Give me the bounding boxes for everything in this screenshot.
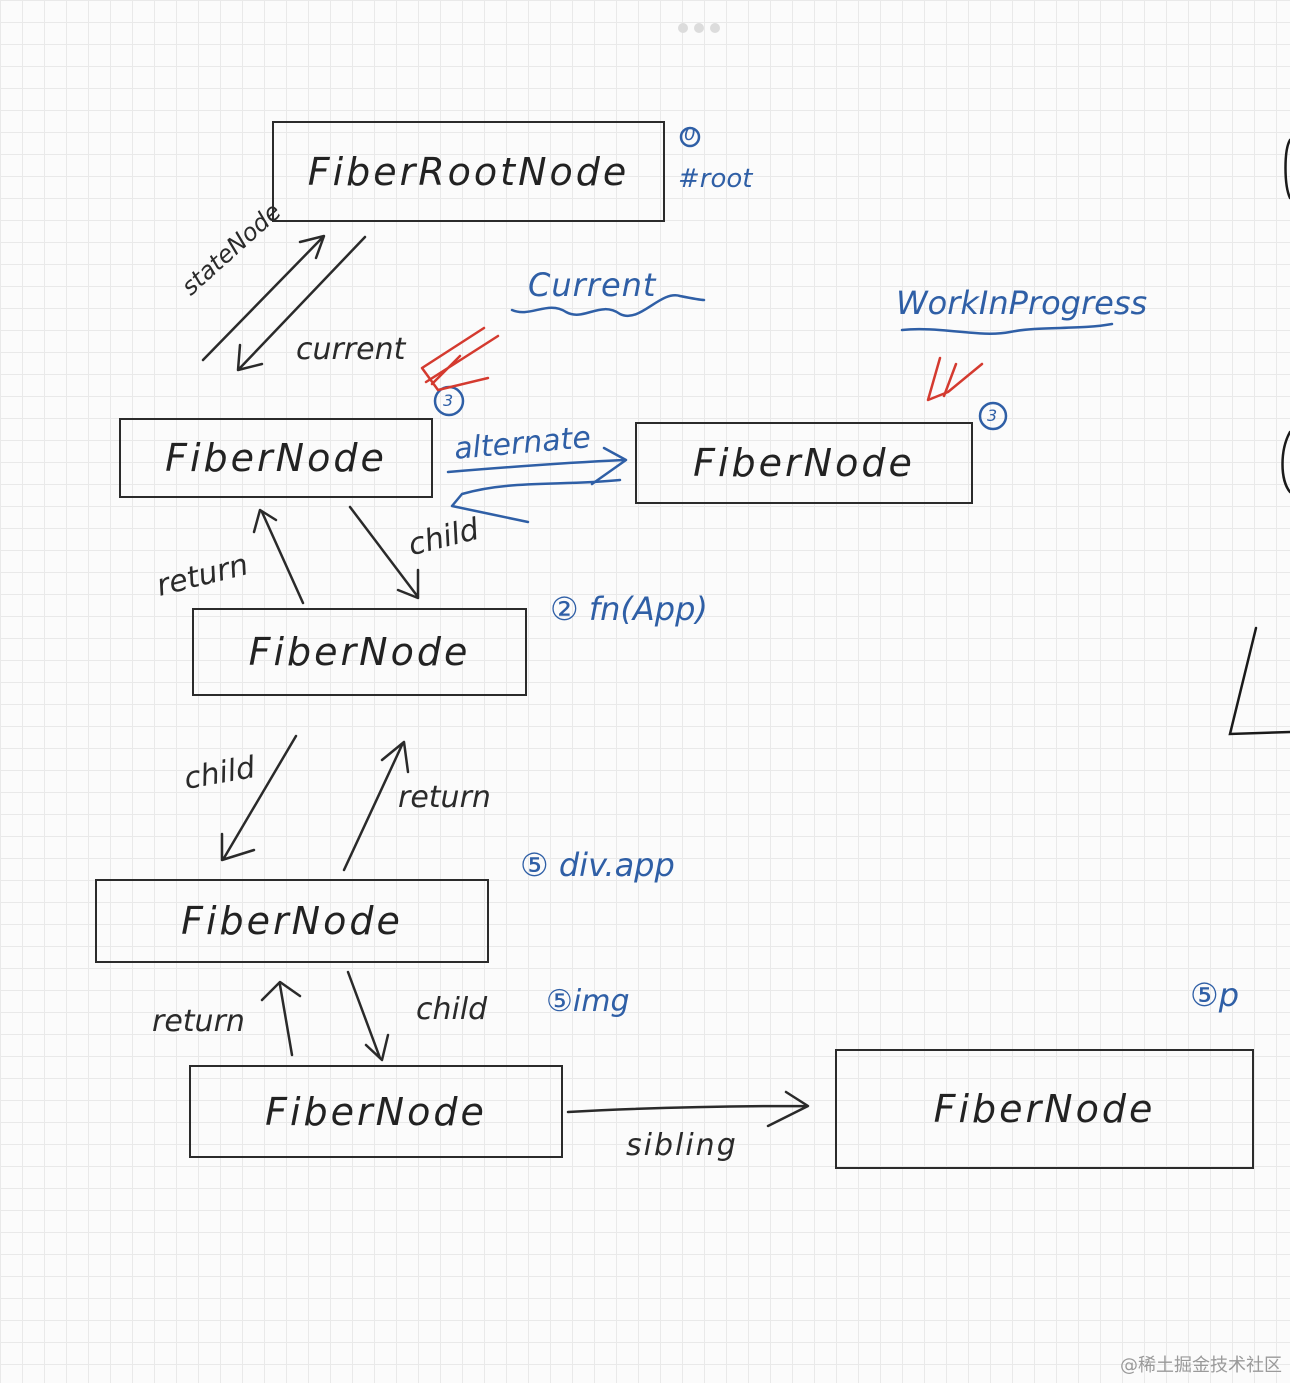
- root-step-number: 0: [684, 124, 696, 145]
- current-emphasis-mark: [420, 326, 500, 392]
- fiber-root-node: FiberRootNode: [272, 121, 665, 222]
- sibling-label: sibling: [626, 1128, 738, 1163]
- root-step-circle: [679, 126, 701, 148]
- current-squiggle: [510, 294, 706, 318]
- img-note: ⑤img: [546, 984, 630, 1019]
- return-arrow-3: [260, 980, 302, 1057]
- root-tag: #root: [678, 164, 753, 194]
- wip-step-circle: [978, 401, 1008, 431]
- return-arrow-1: [252, 508, 305, 605]
- fiber-node-img: FiberNode: [189, 1065, 563, 1158]
- sibling-arrow: [566, 1090, 810, 1128]
- window-drag-handle[interactable]: [678, 18, 726, 37]
- current-arrow: [236, 235, 367, 372]
- child-label-3: child: [416, 992, 488, 1027]
- return-arrow-2: [342, 740, 410, 872]
- fiber-node-p: FiberNode: [835, 1049, 1254, 1169]
- watermark: @稀土掘金技术社区: [1120, 1355, 1282, 1376]
- edge-stroke-3: [1228, 626, 1290, 736]
- wip-step-number: 3: [987, 406, 998, 425]
- wip-emphasis-mark: [926, 356, 984, 402]
- child-arrow-3: [346, 970, 390, 1062]
- fiber-node-app-label: FiberNode: [248, 630, 471, 674]
- fiber-node-div: FiberNode: [95, 879, 489, 963]
- fiber-node-work-in-progress: FiberNode: [635, 422, 973, 504]
- fiber-node-current: FiberNode: [119, 418, 433, 498]
- fiber-root-node-label: FiberRootNode: [307, 149, 630, 194]
- fiber-node-p-label: FiberNode: [933, 1087, 1156, 1131]
- alternate-arrow-back: [450, 478, 622, 524]
- div-note: ⑤ div.app: [520, 846, 675, 884]
- fiber-node-wip-label: FiberNode: [693, 441, 915, 485]
- p-note: ⑤p: [1190, 976, 1239, 1014]
- wip-underline: [900, 322, 1114, 335]
- current-edge-label: current: [296, 332, 406, 367]
- fiber-node-div-label: FiberNode: [181, 899, 403, 943]
- edge-stroke-1: [1284, 138, 1290, 200]
- current-title: Current: [528, 266, 657, 304]
- edge-stroke-2: [1281, 430, 1290, 494]
- child-arrow-1: [348, 505, 420, 600]
- app-note: ② fn(App): [550, 590, 708, 628]
- child-arrow-2: [220, 734, 298, 862]
- fiber-node-img-label: FiberNode: [265, 1089, 487, 1134]
- wip-title: WorkInProgress: [896, 284, 1148, 322]
- fiber-node-app: FiberNode: [192, 608, 527, 696]
- alternate-arrow-forward: [446, 446, 628, 486]
- current-step-number: 3: [443, 391, 454, 410]
- return-label-2: return: [398, 780, 491, 815]
- state-node-arrow: [201, 234, 326, 362]
- return-label-3: return: [152, 1004, 245, 1039]
- fiber-node-current-label: FiberNode: [165, 436, 387, 480]
